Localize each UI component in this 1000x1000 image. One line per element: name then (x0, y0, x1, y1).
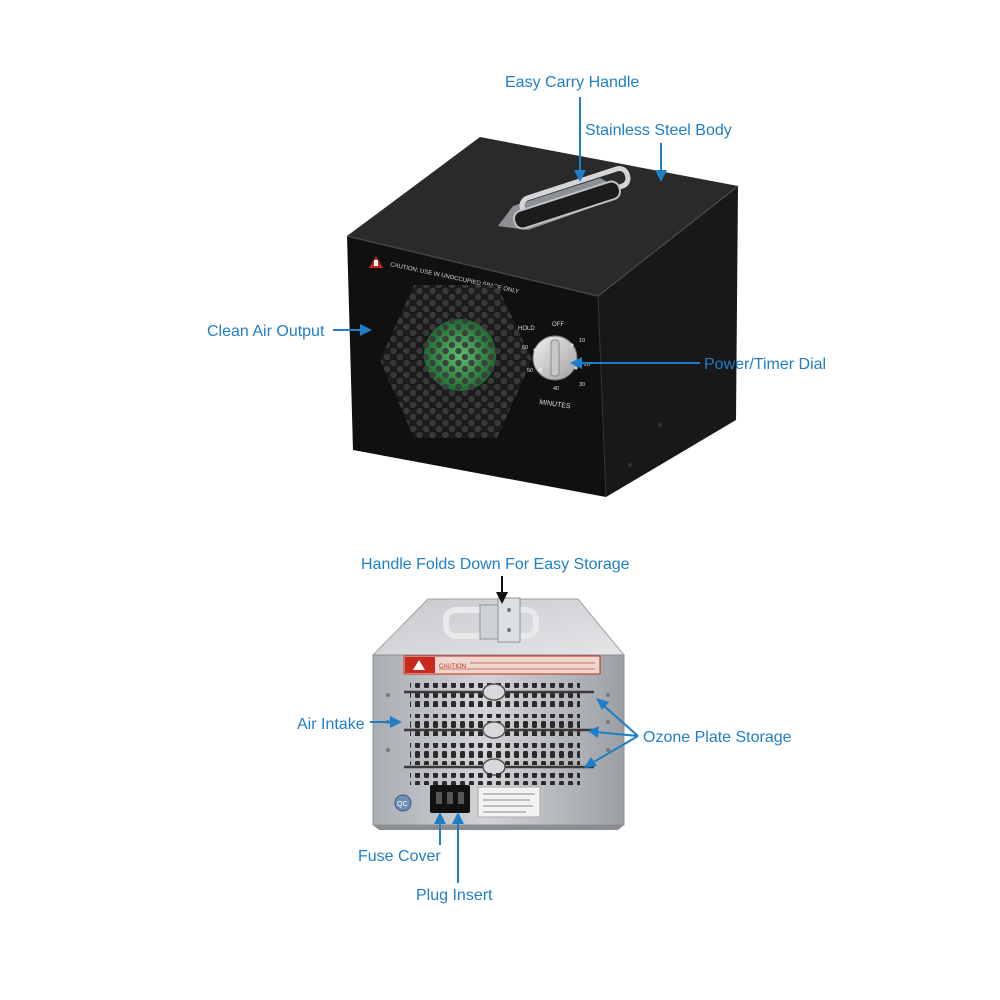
dial-mark: 20 (584, 362, 590, 368)
callout-plug-insert: Plug Insert (416, 887, 493, 904)
timer-dial-icon (532, 335, 578, 381)
dial-off-label: OFF (552, 322, 564, 328)
top-unit: CAUTION: USE IN UNOCCUPIED SPACE ONLY HO… (346, 137, 739, 498)
bottom-callouts: Handle Folds Down For Easy Storage Air I… (297, 556, 792, 904)
warning-triangle-icon (413, 660, 425, 670)
qc-badge: QC (394, 794, 412, 812)
warning-triangle-icon (369, 256, 383, 268)
callout-fuse-cover: Fuse Cover (358, 848, 441, 865)
dial-hold-label: HOLD (518, 326, 535, 332)
callout-handle-folds-down: Handle Folds Down For Easy Storage (361, 556, 630, 573)
bottom-caution-text: CAUTION (439, 664, 466, 670)
callout-easy-carry-handle: Easy Carry Handle (505, 74, 639, 91)
power-socket-icon (430, 785, 470, 813)
dial-mark: 60 (522, 345, 528, 351)
callout-stainless-steel-body: Stainless Steel Body (585, 122, 732, 139)
dial-mark: 50 (527, 368, 533, 374)
carry-handle (498, 166, 631, 230)
spec-sticker (477, 786, 541, 818)
bottom-unit: CAUTION QC (371, 597, 626, 830)
qc-badge-text: QC (397, 801, 408, 808)
dial-minutes-label: MINUTES (539, 399, 571, 410)
top-callouts: Easy Carry Handle Stainless Steel Body C… (207, 74, 826, 373)
callout-air-intake: Air Intake (297, 716, 365, 733)
callout-clean-air-output: Clean Air Output (207, 323, 325, 340)
dial-mark: 10 (579, 338, 585, 344)
callout-power-timer-dial: Power/Timer Dial (704, 356, 826, 373)
dial-mark: 30 (579, 382, 585, 388)
clean-air-output-vent (380, 285, 532, 438)
callout-ozone-plate-storage: Ozone Plate Storage (643, 729, 792, 746)
folded-handle (443, 597, 539, 643)
dial-mark: 40 (553, 386, 559, 392)
top-unit-side-face (598, 186, 738, 497)
ozone-plate-slots (404, 683, 594, 785)
caution-label: CAUTION (403, 655, 601, 675)
